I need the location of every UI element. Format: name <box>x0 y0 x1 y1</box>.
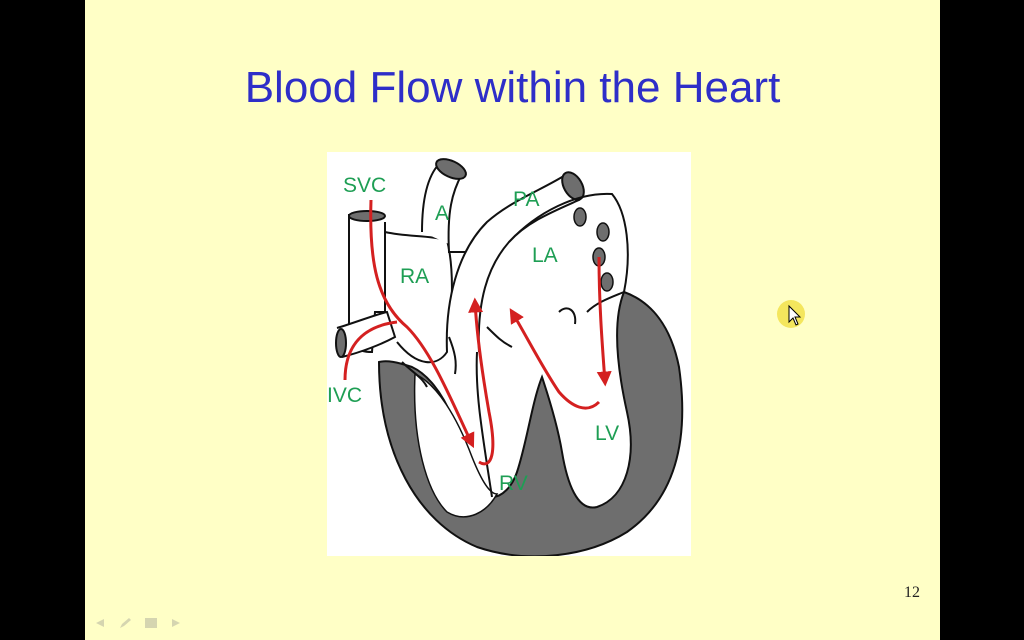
pen-icon[interactable] <box>117 616 133 630</box>
slide-title: Blood Flow within the Heart <box>244 63 781 112</box>
slide: Blood Flow within the Heart <box>85 0 940 640</box>
prev-slide-icon[interactable] <box>91 616 107 630</box>
pulmonary-artery-opening <box>561 171 585 201</box>
flow-arrow-svc-to-rv <box>369 199 475 449</box>
label-pa: PA <box>513 188 539 211</box>
label-la: LA <box>532 244 558 267</box>
label-lv: LV <box>595 422 619 445</box>
aortic-valve <box>486 326 513 348</box>
pulmonary-valve <box>448 336 457 375</box>
pulmonary-vein <box>596 222 610 242</box>
svc-opening <box>348 210 386 222</box>
label-svc: SVC <box>343 174 386 197</box>
label-rv: RV <box>499 472 528 495</box>
aorta-opening <box>435 158 467 180</box>
tricuspid-valve <box>401 361 428 388</box>
right-ventricle-chamber <box>413 372 499 518</box>
septum <box>475 351 493 498</box>
page-number: 12 <box>904 584 920 601</box>
slideshow-toolbar <box>91 616 185 630</box>
pulmonary-vein <box>600 272 614 292</box>
flow-arrow-lv-to-aorta <box>509 308 601 410</box>
label-ivc: IVC <box>327 384 362 407</box>
pulmonary-vein <box>573 207 587 227</box>
ivc-opening <box>335 328 347 358</box>
menu-icon[interactable] <box>143 616 159 630</box>
next-slide-icon[interactable] <box>169 616 185 630</box>
mitral-valve <box>558 307 577 325</box>
heart-diagram-svg: SVC A PA LA RA IVC LV RV <box>327 158 684 556</box>
flow-arrow-la-to-lv <box>596 256 612 387</box>
label-a: A <box>435 202 449 225</box>
flow-arrow-ivc <box>343 320 398 381</box>
pointer-cursor-icon <box>775 298 811 334</box>
heart-diagram: SVC A PA LA RA IVC LV RV <box>327 152 691 556</box>
flow-arrow-rv-to-pa <box>468 297 495 466</box>
left-atrium <box>508 192 629 313</box>
label-ra: RA <box>400 265 429 288</box>
